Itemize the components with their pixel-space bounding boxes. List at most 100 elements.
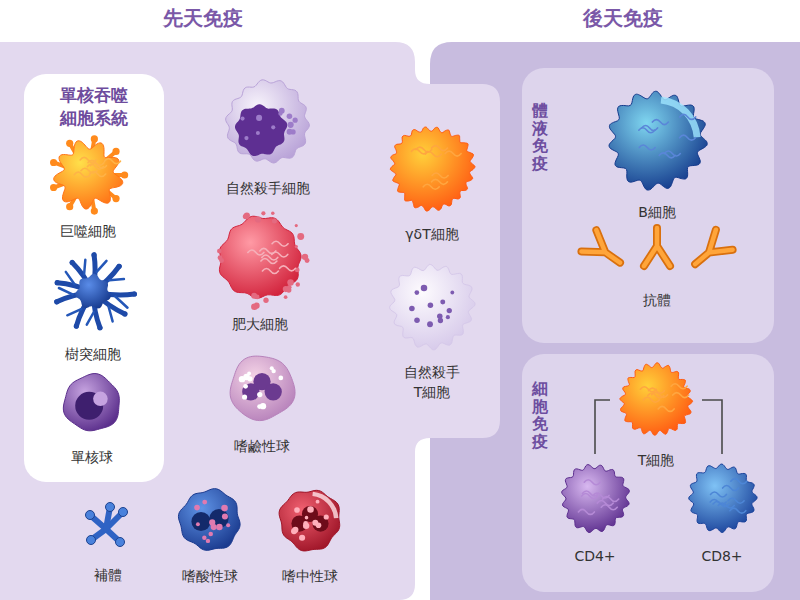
granule	[219, 258, 224, 263]
cell-label: 補體	[76, 565, 140, 585]
complement-molecule-picture	[76, 495, 140, 559]
antibody-group-picture	[572, 216, 742, 284]
cell-granule	[243, 374, 249, 380]
macrophage-cell-figure	[50, 135, 128, 214]
cell-label: 肥大細胞	[210, 314, 310, 334]
nucleus-notch	[93, 392, 108, 407]
cell-label: 自然殺手細胞	[218, 178, 318, 198]
cell-body	[226, 80, 310, 163]
b-cell-figure	[609, 91, 707, 190]
cell-texture	[423, 184, 439, 189]
link-line	[702, 400, 722, 454]
pseudopod-tip	[50, 159, 57, 166]
cell-texture	[578, 509, 594, 514]
cell-texture	[730, 508, 746, 513]
cell-granule	[257, 392, 262, 397]
granule	[297, 233, 304, 240]
cd8-cell-figure	[689, 464, 757, 532]
cell-granule	[256, 131, 260, 135]
cell-label: 嗜酸性球	[170, 566, 250, 586]
mast-cell-picture	[210, 208, 310, 308]
antibody-outline	[644, 228, 670, 266]
cell-granule	[271, 125, 275, 129]
cd8-cell: CD8+	[680, 456, 764, 566]
dendritic-cell-figure	[54, 252, 137, 330]
cell-texture	[648, 393, 664, 398]
cell-highlight	[661, 97, 701, 138]
dendrite-twig	[84, 260, 85, 274]
basophil-cell-figure	[230, 356, 295, 421]
pseudopod-tip	[121, 171, 128, 178]
adaptive-panel-shape	[430, 42, 800, 600]
cell-texture	[643, 397, 659, 402]
cell-texture	[74, 172, 90, 177]
cell-texture	[652, 120, 668, 125]
cell-granule	[256, 115, 262, 121]
dendrite-twig	[67, 309, 81, 315]
dendrite-tip	[54, 299, 59, 304]
cell-texture	[728, 498, 744, 503]
cell-body	[390, 127, 475, 211]
pseudopod-tip	[66, 203, 73, 210]
cell-body	[609, 91, 707, 190]
cell-granule	[446, 315, 450, 319]
granule	[251, 303, 258, 310]
cd4-cell: CD4+	[553, 456, 637, 566]
dendrite-tip	[122, 311, 127, 316]
antibody-fill	[644, 228, 670, 266]
basophil-cell-picture	[220, 346, 304, 430]
cell-texture	[710, 492, 726, 497]
dendrite-twig	[66, 272, 75, 284]
cell-granule	[226, 523, 230, 527]
cell-body	[689, 464, 757, 532]
antibody-group-figure	[581, 228, 732, 274]
complement-head	[116, 538, 125, 547]
eosinophil-cell-picture	[170, 480, 250, 560]
cell-granule	[278, 112, 282, 116]
neutrophil-cell-figure	[279, 490, 340, 551]
cell-label: T細胞	[612, 450, 700, 470]
dendrite-twig	[59, 288, 73, 294]
group-heading: 單核吞噬細胞系統	[56, 84, 132, 130]
b-cell: B細胞	[601, 84, 713, 222]
cell-texture	[639, 145, 655, 150]
cell-texture	[642, 125, 658, 130]
antibody-outline	[687, 230, 733, 274]
cell-granule	[427, 321, 433, 327]
cell-label: 嗜鹼性球	[220, 436, 304, 456]
neutrophil-cell: 嗜中性球	[270, 480, 350, 586]
cell-label: 樹突細胞	[47, 344, 139, 364]
cell-texture	[416, 147, 432, 152]
monocyte-cell-figure	[63, 374, 119, 431]
cell-label: 巨噬細胞	[48, 221, 128, 241]
cell-granule	[206, 539, 210, 543]
cell-granule	[437, 314, 443, 320]
gamma-delta-t-cell-picture	[382, 118, 482, 218]
cell-texture	[601, 505, 617, 510]
dendrite-tip	[70, 260, 75, 265]
t-cell-figure	[620, 363, 693, 435]
dendrite-tip	[91, 252, 96, 257]
cell-texture	[710, 500, 726, 505]
granule	[271, 211, 275, 215]
granule	[296, 282, 300, 286]
cell-body	[279, 490, 340, 551]
cell-granule	[287, 114, 293, 120]
granule	[286, 288, 291, 293]
b-cell-picture	[601, 84, 713, 196]
cell-granule	[294, 507, 300, 513]
monocyte-cell-picture	[54, 365, 130, 441]
granule	[295, 224, 298, 227]
eosinophil-cell: 嗜酸性球	[170, 480, 250, 586]
cell-texture	[659, 153, 675, 158]
pseudopod-tip	[91, 207, 98, 214]
cell-texture	[731, 479, 747, 484]
granule	[244, 212, 250, 218]
cell-texture	[445, 151, 461, 156]
mast-cell-figure	[217, 211, 310, 310]
granule	[263, 298, 268, 303]
dendrite-tip	[74, 323, 79, 328]
granule	[287, 279, 294, 286]
cell-granule	[240, 117, 244, 121]
granule	[217, 249, 222, 254]
